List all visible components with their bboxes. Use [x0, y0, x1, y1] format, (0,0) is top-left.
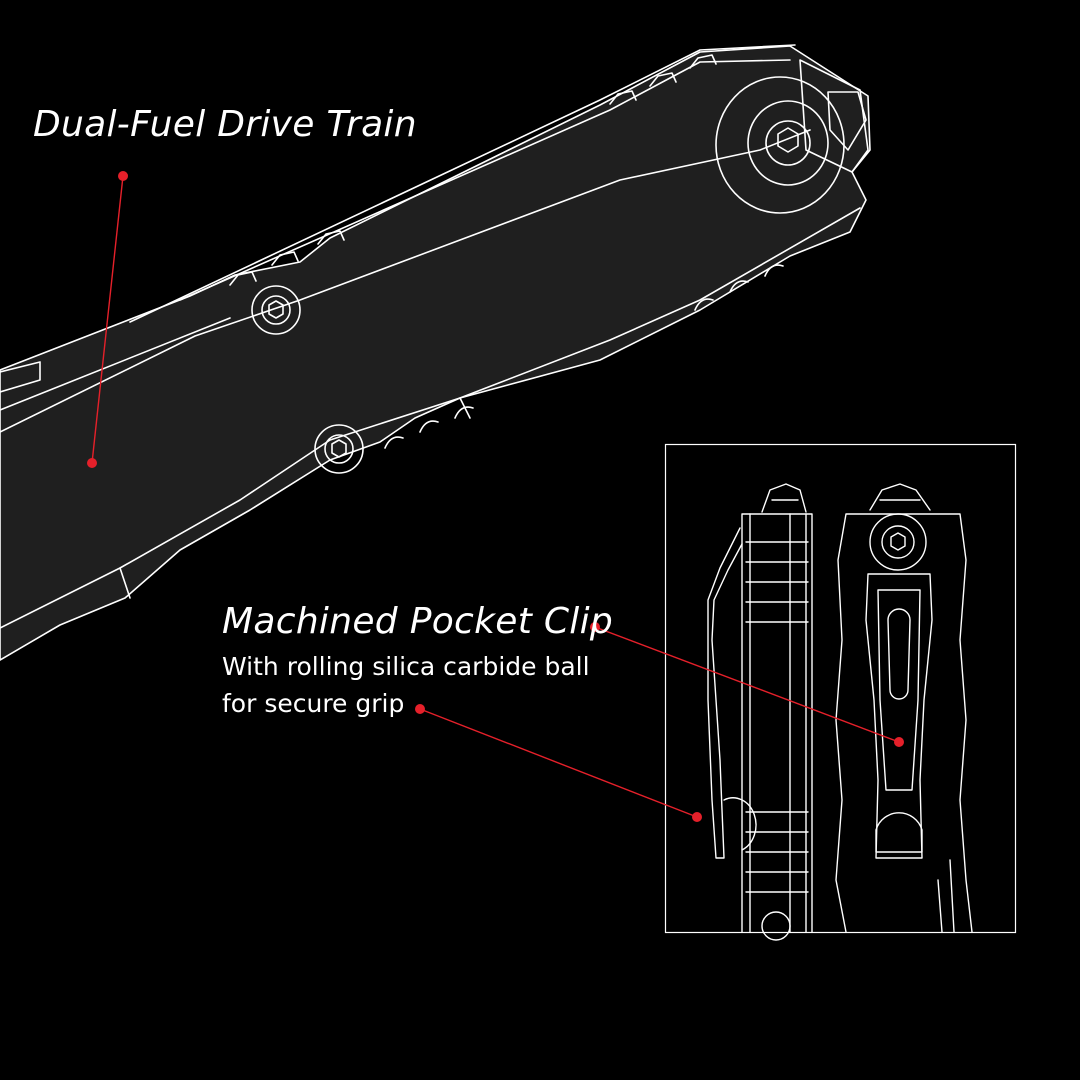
leader-pocket-clip-start-dot: [590, 622, 600, 632]
mid-facet-2: [0, 317, 231, 411]
inset-panel: [664, 443, 1017, 941]
callout-title-pocket-clip: Machined Pocket Clip: [222, 601, 614, 642]
handle-body: [0, 45, 871, 661]
pivot-washer-inner: [747, 100, 829, 186]
pivot-screw: [765, 120, 811, 166]
body-screw-lower: [314, 424, 364, 474]
back-clip-slot: [887, 608, 911, 700]
callout-description-line-2: for secure grip: [222, 689, 405, 718]
glass-breaker: [827, 91, 867, 151]
torx-head-1: [777, 127, 799, 153]
pommel-cap: [799, 59, 869, 173]
callout-description: With rolling silica carbide ball for sec…: [222, 648, 590, 722]
leader-silica-ball: [419, 708, 698, 818]
back-clip-ball: [875, 812, 923, 853]
mid-facet: [0, 129, 811, 433]
side-bottom-screw: [761, 911, 791, 941]
back-pivot-washer: [869, 513, 927, 571]
top-rail-inner: [179, 59, 791, 301]
side-view-drawing: [707, 483, 813, 941]
back-view-drawing: [835, 483, 973, 933]
back-clip-inner: [877, 589, 921, 791]
leader-pocket-clip: [594, 626, 900, 743]
callout-description-line-1: With rolling silica carbide ball: [222, 652, 590, 681]
back-tip: [869, 483, 931, 511]
bottom-serrations: [384, 264, 784, 449]
lower-facet-3: [119, 567, 131, 599]
back-clip-outer: [865, 573, 933, 859]
slider-detail: [0, 361, 41, 393]
leader-drive-train-start-dot: [118, 171, 128, 181]
body-screw-lower-inner: [324, 434, 354, 464]
leader-drive-train: [91, 175, 124, 464]
side-clip-ball: [723, 797, 757, 851]
body-screw-upper-inner: [261, 295, 291, 325]
leader-drive-train-end-dot: [87, 458, 97, 468]
back-body: [835, 513, 973, 933]
side-tip: [761, 483, 807, 513]
callout-title-drive-train: Dual-Fuel Drive Train: [33, 104, 417, 145]
torx-head-2: [268, 300, 284, 319]
lower-facet: [0, 207, 861, 629]
torx-head-3: [331, 439, 347, 458]
top-rail: [129, 44, 796, 323]
body-screw-upper: [251, 285, 301, 335]
back-pivot-screw: [881, 525, 915, 559]
leader-pocket-clip-end-dot: [894, 737, 904, 747]
side-clip: [707, 527, 743, 859]
top-serrations: [229, 54, 717, 286]
side-body: [741, 513, 813, 933]
pivot-washer: [715, 76, 845, 214]
side-grips: [745, 541, 809, 893]
callout-leaders: [87, 171, 904, 822]
leader-silica-ball-end-dot: [692, 812, 702, 822]
leader-silica-ball-start-dot: [415, 704, 425, 714]
knife-handle-drawing: [0, 44, 871, 661]
